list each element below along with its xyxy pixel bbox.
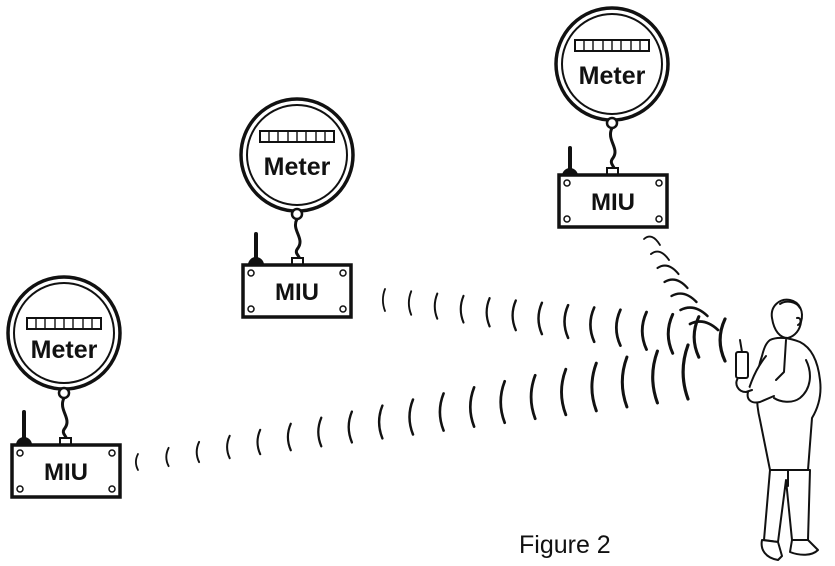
radio-wave-arc <box>485 297 491 328</box>
radio-wave-arc <box>590 361 598 413</box>
radio-wave-arc <box>656 264 680 276</box>
radio-wave-arc <box>468 386 476 428</box>
antenna-middle <box>248 232 264 265</box>
radio-wave-arc <box>438 392 445 432</box>
meter-label-top-right: Meter <box>579 62 646 90</box>
miu-label-middle: MIU <box>275 279 319 306</box>
miu-box-left: MIU <box>10 443 122 499</box>
radio-wave-arc <box>651 349 659 405</box>
person-right-shoe <box>789 539 819 556</box>
meter-label-middle: Meter <box>264 153 331 181</box>
radio-waves-middle <box>382 288 727 363</box>
miu-label-top-right: MIU <box>591 189 635 216</box>
radio-wave-arc <box>688 320 720 332</box>
radio-waves-top-right <box>643 235 720 332</box>
radio-wave-arc <box>408 398 415 436</box>
radio-wave-arc <box>226 434 231 460</box>
meter-digit-display-middle <box>259 130 335 143</box>
radio-wave-arc <box>692 315 701 359</box>
device-middle: Meter MIU <box>239 97 355 319</box>
radio-wave-arc <box>165 446 170 468</box>
meter-cable-left <box>57 386 72 446</box>
person-right-arm <box>773 359 811 403</box>
miu-label-left: MIU <box>44 459 88 486</box>
radio-wave-arc <box>317 416 323 448</box>
radio-wave-arc <box>640 310 648 351</box>
radio-wave-arc <box>560 367 568 417</box>
radio-wave-arc <box>666 312 675 355</box>
miu-box-middle: MIU <box>241 263 353 319</box>
radio-wave-arc <box>433 292 439 320</box>
radio-wave-arc <box>286 422 292 452</box>
device-left: Meter MIU <box>6 275 122 499</box>
person-with-handheld-reader <box>735 298 822 561</box>
meter-label-left: Meter <box>31 336 98 364</box>
radio-wave-arc <box>377 404 384 440</box>
device-top-right: Meter MIU <box>554 6 670 229</box>
radio-wave-arc <box>681 343 690 401</box>
meter-cable-top-right <box>605 116 619 176</box>
radio-wave-arc <box>195 440 201 464</box>
radio-wave-arc <box>499 379 507 425</box>
meter-digit-display-left <box>26 317 102 330</box>
radio-wave-arc <box>135 453 139 471</box>
person-left-shoe <box>760 539 783 561</box>
radio-wave-arc <box>347 410 354 444</box>
radio-wave-arc <box>620 355 629 409</box>
meter-left: Meter <box>6 275 122 391</box>
person-torso <box>755 336 822 471</box>
radio-waves-left <box>135 343 690 471</box>
radio-wave-arc <box>382 288 386 312</box>
radio-wave-arc <box>563 303 570 340</box>
radio-wave-arc <box>679 306 709 318</box>
meter-digit-display-top-right <box>574 39 650 52</box>
antenna-top-right <box>562 146 578 176</box>
meter-cable-middle <box>290 207 304 266</box>
radio-wave-arc <box>614 308 622 347</box>
radio-wave-arc <box>650 250 670 261</box>
radio-wave-arc <box>511 299 517 332</box>
figure-caption: Figure 2 <box>519 531 611 559</box>
radio-wave-arc <box>643 235 661 246</box>
antenna-left <box>16 410 32 445</box>
radio-wave-arc <box>663 278 689 290</box>
radio-wave-arc <box>718 317 727 363</box>
radio-wave-arc <box>459 294 465 324</box>
handheld-reader-icon <box>735 339 753 393</box>
radio-wave-arc <box>670 292 698 304</box>
radio-wave-arc <box>529 373 537 421</box>
radio-wave-arc <box>537 301 544 336</box>
meter-middle: Meter <box>239 97 355 213</box>
radio-wave-arc <box>256 428 262 456</box>
radio-wave-arc <box>407 290 413 316</box>
miu-box-top-right: MIU <box>557 173 669 229</box>
meter-top-right: Meter <box>554 6 670 122</box>
radio-wave-arc <box>589 306 596 344</box>
